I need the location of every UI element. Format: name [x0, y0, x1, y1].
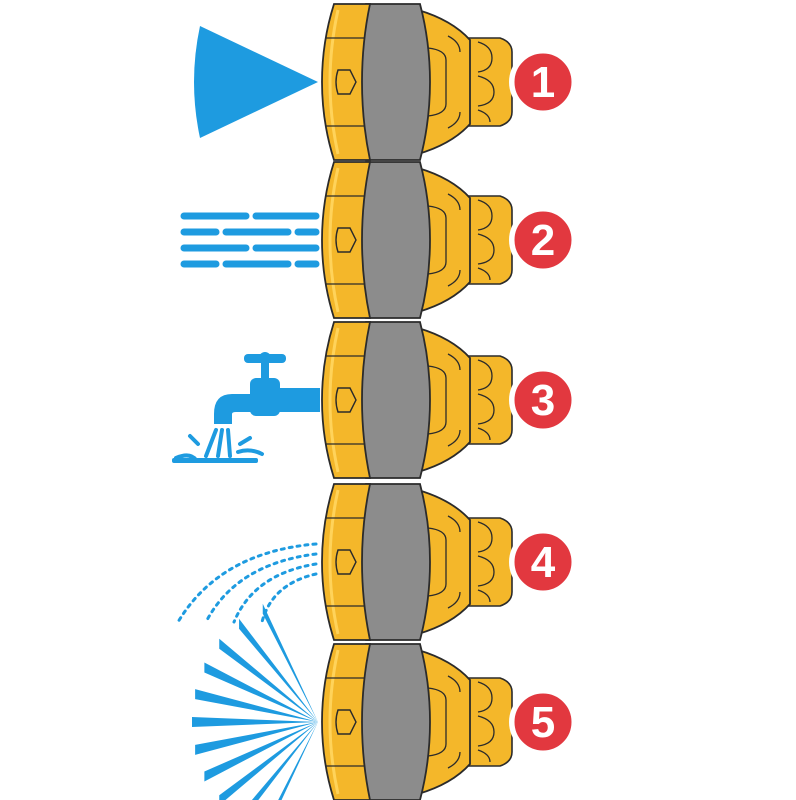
- badge-number: 3: [531, 376, 555, 425]
- stream-icon: [180, 212, 320, 268]
- nozzle: [321, 643, 513, 800]
- fan-spray-icon: [192, 603, 318, 800]
- nozzle-setting-row: 2: [180, 161, 577, 319]
- nozzle-setting-row: 4: [176, 483, 577, 641]
- nozzle: [321, 3, 513, 161]
- badge-number: 5: [531, 698, 555, 747]
- mist-icon: [176, 542, 318, 624]
- number-badge: 2: [509, 206, 577, 274]
- number-badge: 4: [509, 528, 577, 596]
- nozzle-setting-row: 1: [194, 3, 577, 161]
- nozzle-setting-row: 3: [172, 321, 577, 479]
- nozzle: [321, 321, 513, 479]
- nozzle: [321, 483, 513, 641]
- badge-number: 2: [531, 216, 555, 265]
- jet-cone-icon: [194, 26, 318, 138]
- number-badge: 5: [509, 688, 577, 756]
- number-badge: 3: [509, 366, 577, 434]
- badge-number: 1: [531, 58, 555, 107]
- number-badge: 1: [509, 48, 577, 116]
- nozzle-setting-row: 5: [192, 603, 577, 800]
- badge-number: 4: [531, 538, 556, 587]
- water-splash-icon: [172, 428, 264, 463]
- nozzle-rows: 1 2 3 4 5: [172, 3, 577, 800]
- nozzle: [321, 161, 513, 319]
- tap-icon: [214, 352, 320, 424]
